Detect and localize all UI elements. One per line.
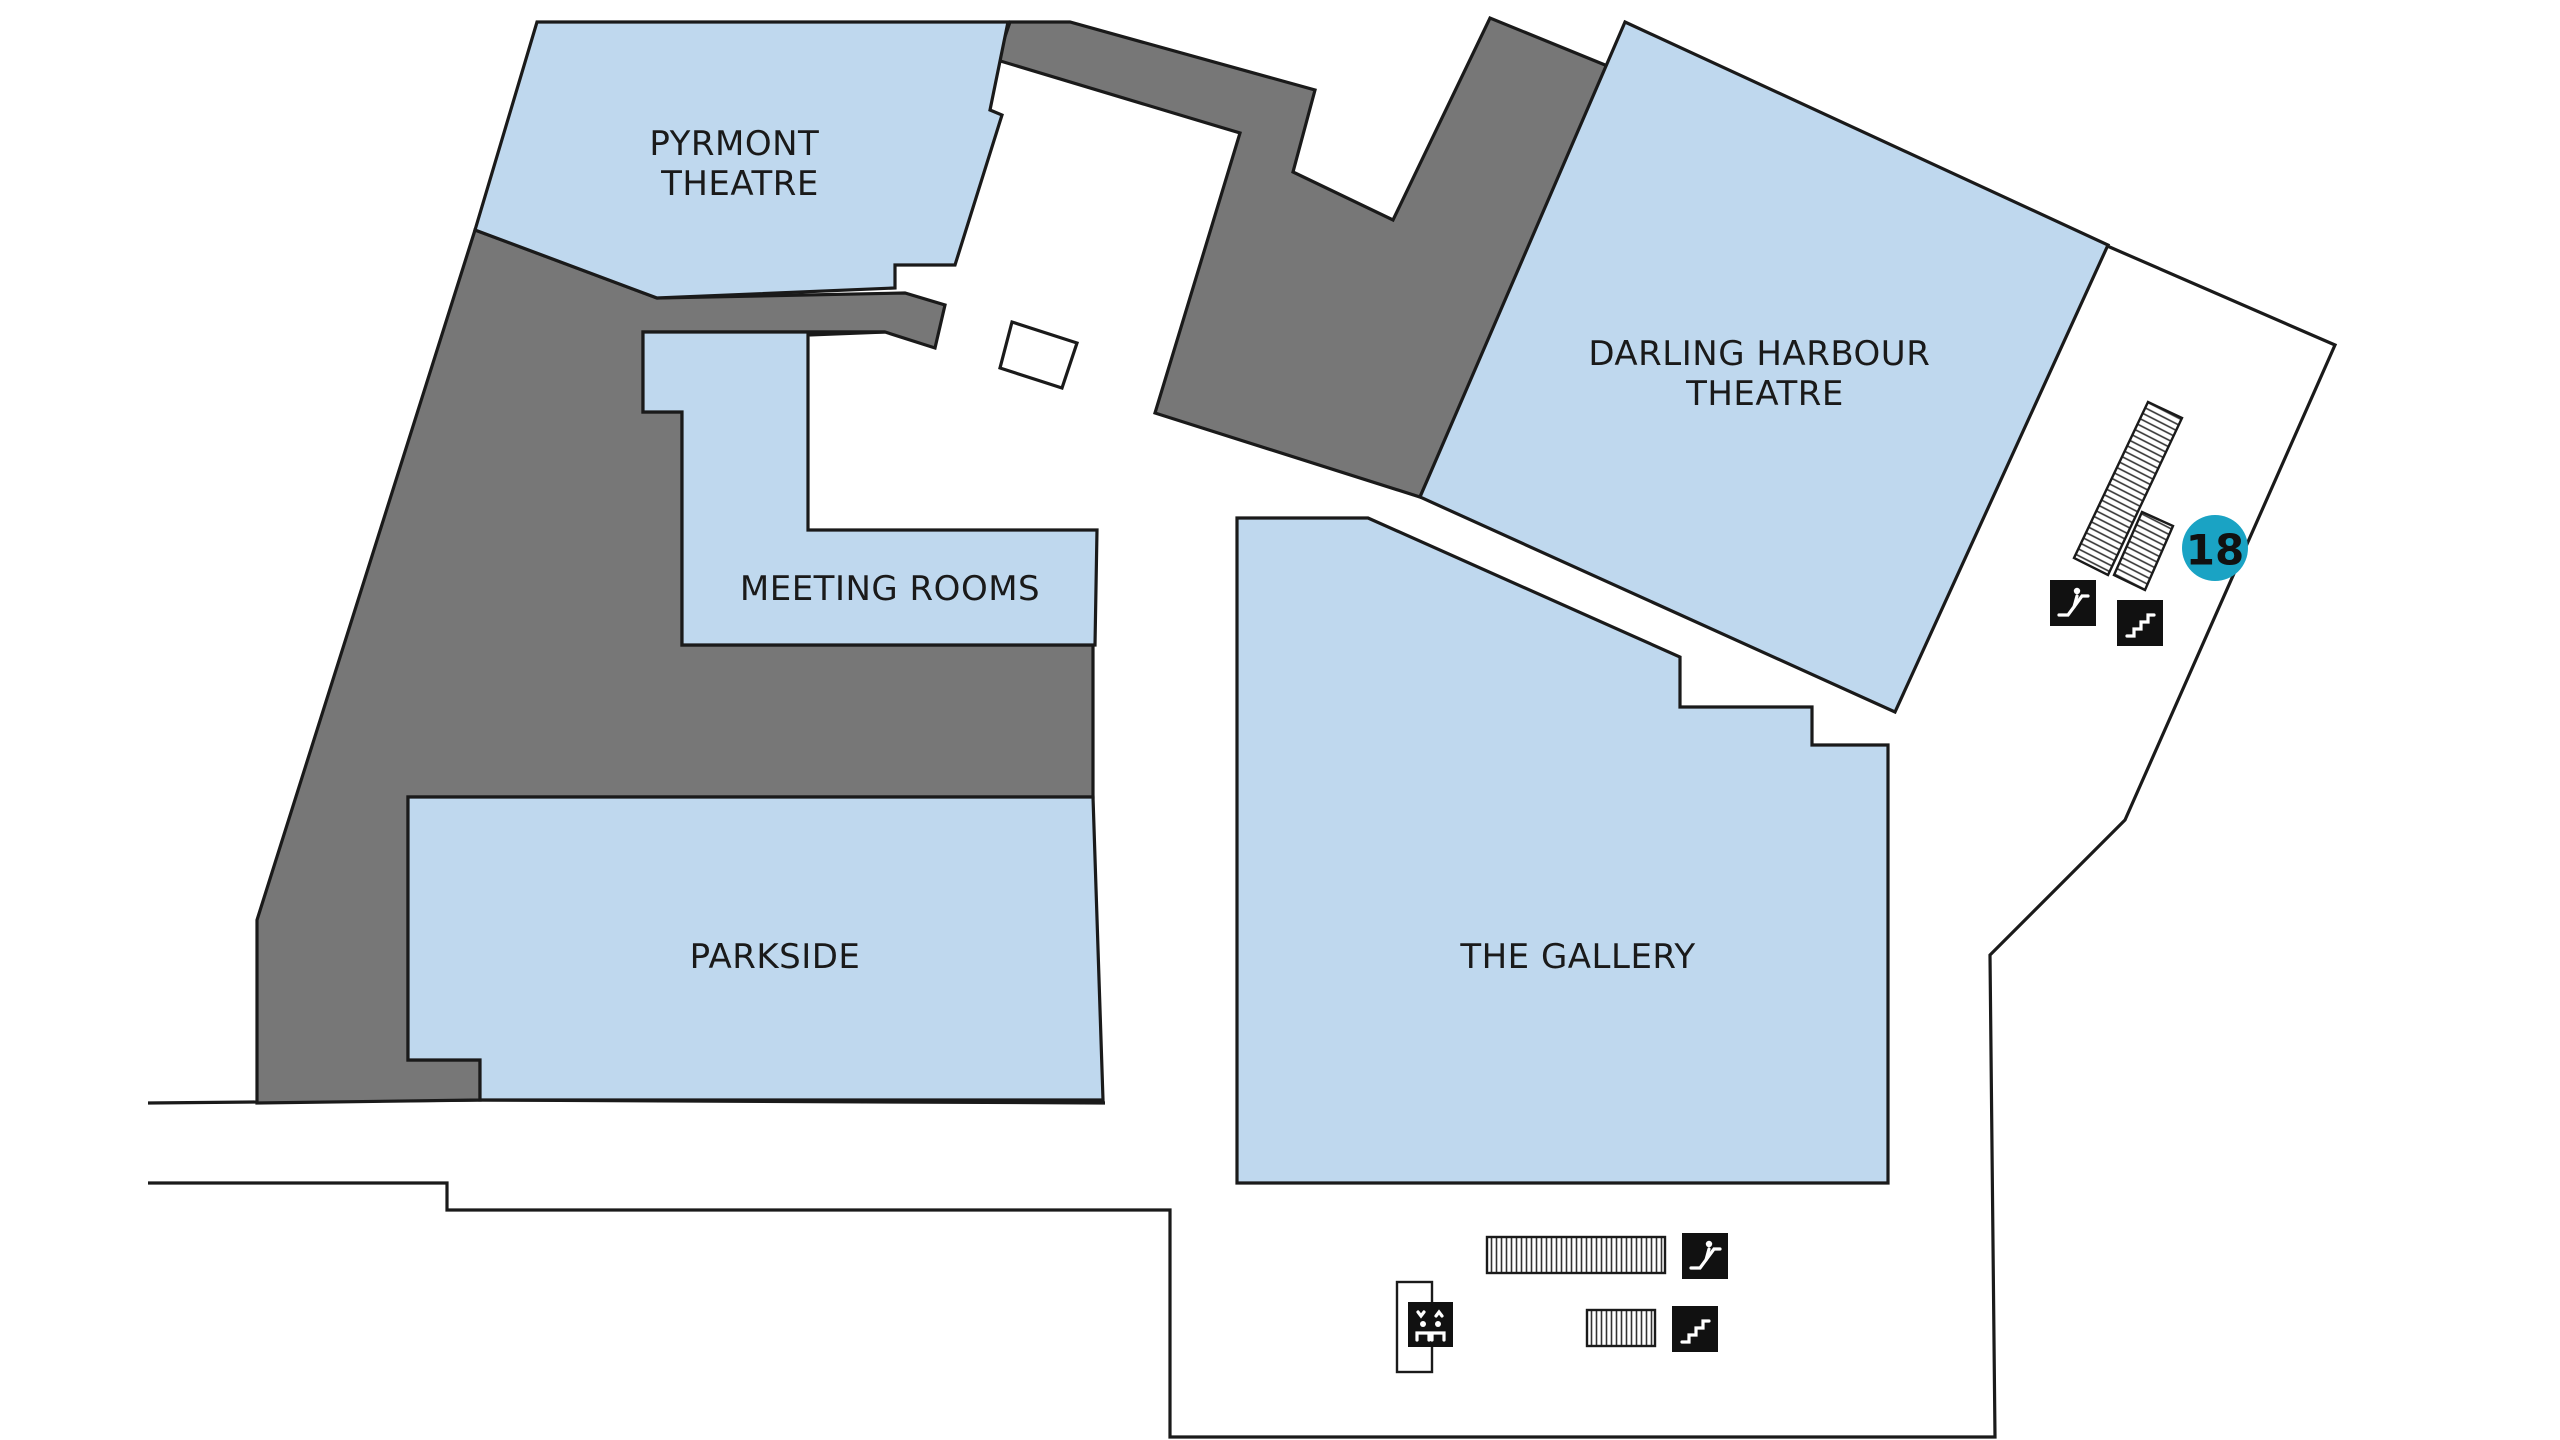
escalator-bank-east [2072,400,2184,577]
south-vertical-transport [1395,1233,1728,1374]
label-parkside: PARKSIDE [690,937,861,977]
label-the-gallery: THE GALLERY [1459,937,1695,977]
stairs-icon [2117,600,2163,646]
east-lobby-vertical-transport: 18 [2050,400,2248,646]
escalator-icon [2050,580,2096,626]
escalator-bank-east-short [2112,510,2175,592]
room-parkside [406,795,1105,1102]
room-meeting-rooms [641,330,1099,647]
stairs-bank-south [1585,1308,1657,1348]
courtyard-structure [998,319,1080,391]
stairs-icon [1672,1306,1718,1352]
label-meeting-rooms: MEETING ROOMS [740,569,1040,609]
map-marker-circle [2182,515,2248,581]
rooms [406,19,2111,1185]
lift-icon [1395,1280,1453,1374]
service-area-north [994,15,1613,499]
room-pyrmont-theatre [473,20,1010,300]
escalator-bank-south [1485,1235,1667,1275]
escalator-icon [1682,1233,1728,1279]
room-the-gallery [1235,516,1890,1185]
room-darling-harbour-theatre [1417,19,2111,715]
label-pyrmont-theatre: PYRMONT THEATRE [649,124,830,204]
map-marker-18[interactable]: 18 [2182,515,2248,581]
map-marker-number: 18 [2186,526,2244,575]
room-labels: PYRMONT THEATRE DARLING HARBOUR THEATRE … [649,124,1941,977]
label-darling-harbour-theatre: DARLING HARBOUR THEATRE [1588,334,1941,414]
